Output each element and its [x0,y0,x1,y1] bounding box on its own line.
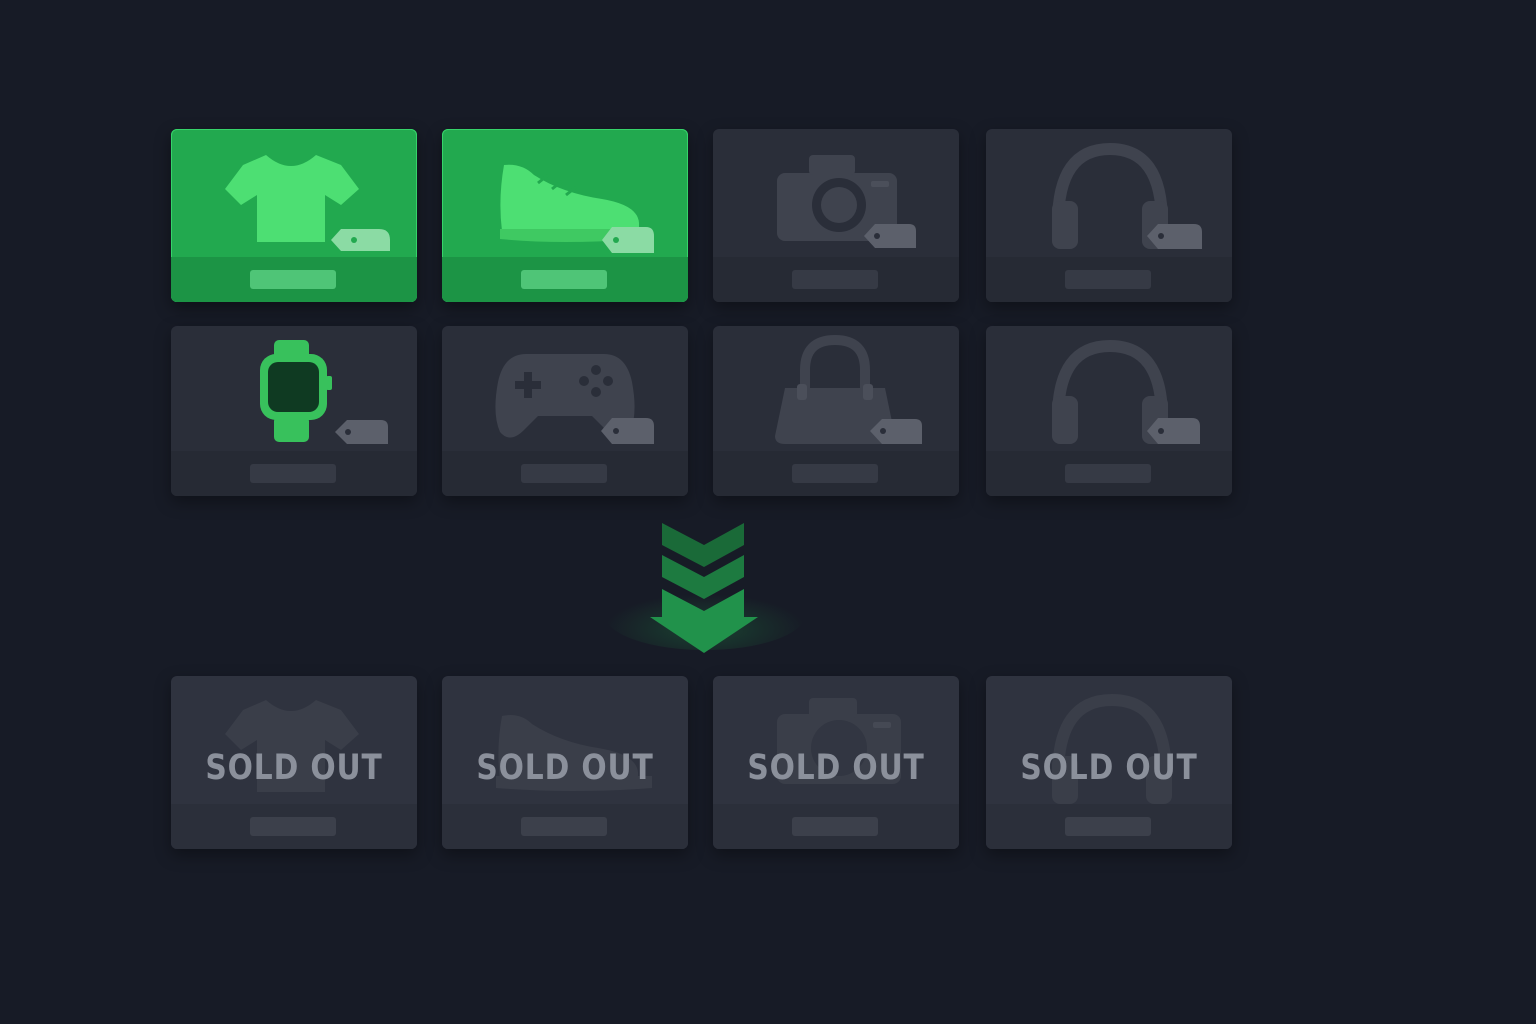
tshirt-icon [225,155,390,251]
soldout-card-tshirt: SOLD OUT [171,676,417,849]
sold-out-badge: SOLD OUT [747,748,925,788]
soldout-card-sneaker: SOLD OUT [442,676,688,849]
camera-icon [777,698,901,784]
product-label-placeholder [792,270,878,289]
camera-icon [777,155,916,248]
sneaker-icon [496,715,652,791]
product-card-sneaker[interactable] [442,129,688,302]
product-label-placeholder [1065,464,1151,483]
headphones-icon [1052,339,1200,444]
headphones-icon [1052,693,1172,804]
tshirt-icon [225,700,359,792]
product-card-handbag[interactable] [713,326,959,496]
product-card-headphones[interactable] [986,129,1232,302]
sold-out-badge: SOLD OUT [476,748,654,788]
sneaker-icon [500,164,654,253]
product-label-placeholder [250,270,336,289]
product-label-placeholder [521,270,607,289]
product-label-placeholder [792,464,878,483]
product-card-headphones-2[interactable] [986,326,1232,496]
product-label-placeholder [250,464,336,483]
product-label-placeholder [1065,270,1151,289]
product-card-smartwatch[interactable] [171,326,417,496]
product-card-tshirt[interactable] [171,129,417,302]
headphones-icon [1052,142,1202,249]
sold-out-badge: SOLD OUT [1020,748,1198,788]
soldout-card-headphones: SOLD OUT [986,676,1232,849]
product-card-camera[interactable] [713,129,959,302]
handbag-icon [775,334,922,444]
sold-out-badge: SOLD OUT [205,748,383,788]
product-label-placeholder [1065,817,1151,836]
smartwatch-icon [260,340,388,444]
product-card-gamepad[interactable] [442,326,688,496]
triple-chevron-down-icon [605,523,805,653]
soldout-card-camera: SOLD OUT [713,676,959,849]
gamepad-icon [495,354,654,444]
product-label-placeholder [792,817,878,836]
product-label-placeholder [250,817,336,836]
product-label-placeholder [521,464,607,483]
product-label-placeholder [521,817,607,836]
